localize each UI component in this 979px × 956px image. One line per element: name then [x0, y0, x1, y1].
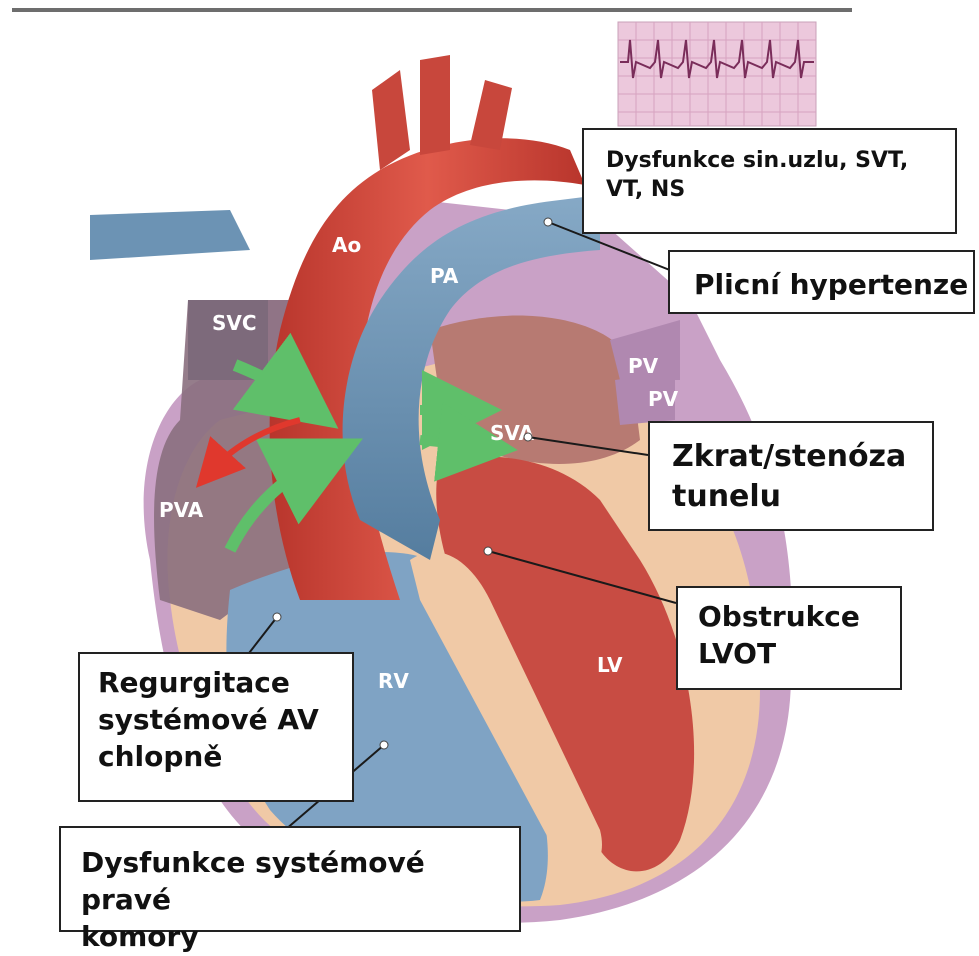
callout-sinus-node-dysfunction: Dysfunkce sin.uzlu, SVT, VT, NS: [582, 128, 957, 234]
callout-line: LVOT: [698, 635, 900, 672]
callout-line: Obstrukce: [698, 598, 900, 635]
top-rule: [12, 8, 852, 12]
label-pv-upper: PV: [628, 354, 659, 378]
label-pva: PVA: [159, 498, 204, 522]
callout-pulmonary-hypertension: Plicní hypertenze: [668, 250, 975, 314]
callout-line: Regurgitace: [98, 664, 352, 701]
callout-line: VT, NS: [606, 175, 943, 204]
label-lv: LV: [597, 653, 623, 677]
callout-line: Plicní hypertenze: [694, 266, 973, 303]
callout-lvot-obstruction: Obstrukce LVOT: [676, 586, 902, 690]
callout-shunt-stenosis: Zkrat/stenóza tunelu: [648, 421, 934, 531]
callout-systemic-rv-dysfunction: Dysfunkce systémové pravé komory: [59, 826, 521, 932]
label-rv: RV: [378, 669, 409, 693]
label-ao: Ao: [332, 233, 361, 257]
callout-line: Dysfunkce systémové pravé: [81, 844, 519, 918]
callout-line: komory: [81, 918, 519, 955]
callout-av-valve-regurgitation: Regurgitace systémové AV chlopně: [78, 652, 354, 802]
label-pv-lower: PV: [648, 387, 679, 411]
label-svc: SVC: [212, 311, 257, 335]
ecg-strip: [618, 22, 816, 126]
callout-line: Dysfunkce sin.uzlu, SVT,: [606, 146, 943, 175]
callout-line: chlopně: [98, 738, 352, 775]
callout-line: Zkrat/stenóza: [672, 437, 932, 477]
pa-branch-left: [90, 210, 250, 260]
label-pa: PA: [430, 264, 459, 288]
callout-line: systémové AV: [98, 701, 352, 738]
callout-line: tunelu: [672, 477, 932, 517]
heart-diagram: Ao PA SVC PV PV SVA PVA RV LV Dysfunkce …: [0, 0, 979, 936]
